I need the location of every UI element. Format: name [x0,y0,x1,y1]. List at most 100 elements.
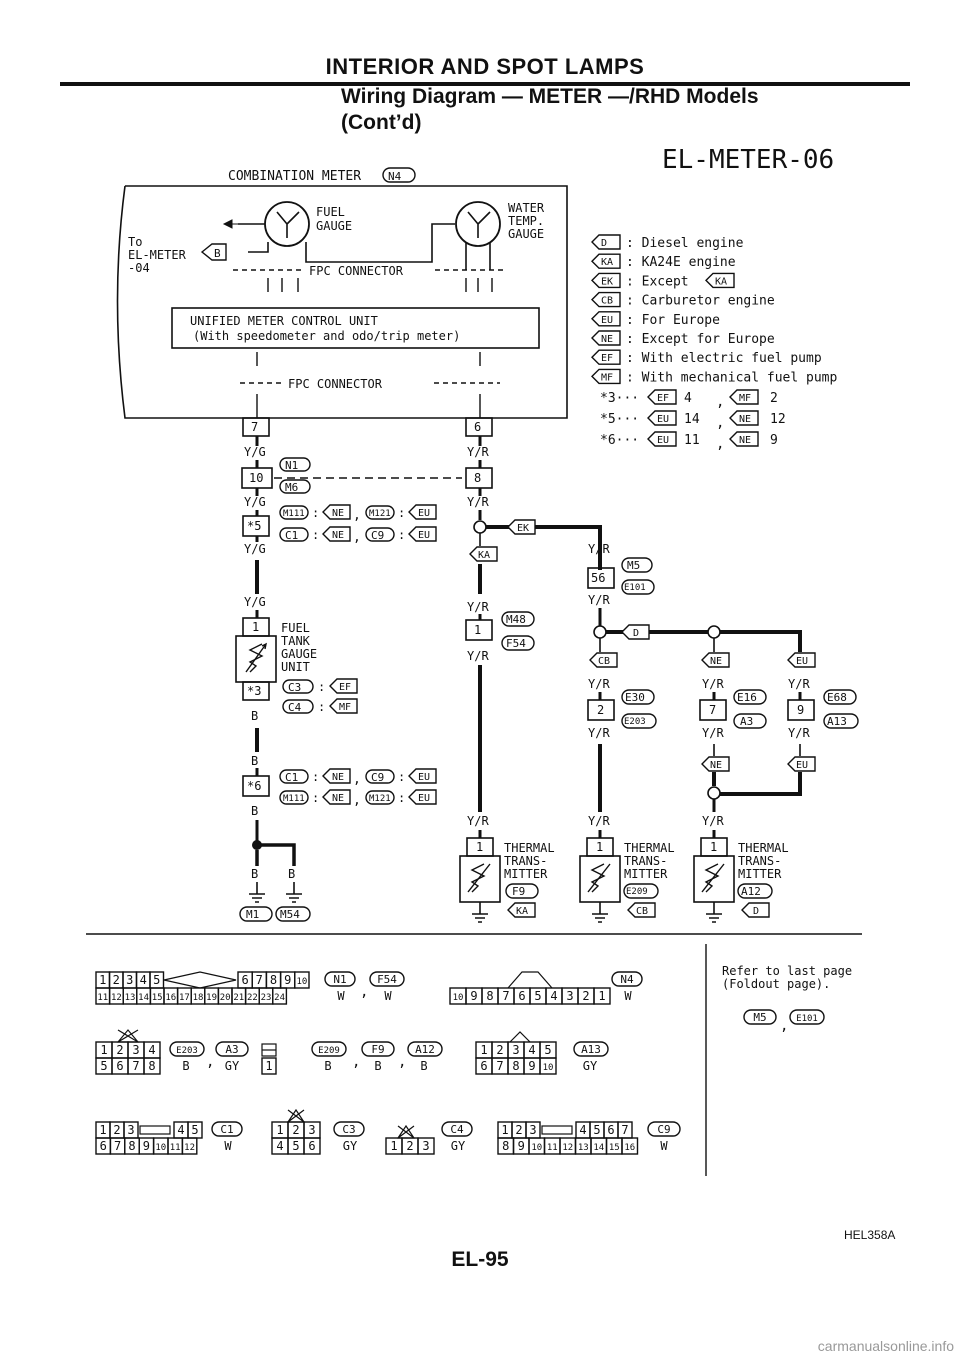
tag-cb-2: CB [636,906,648,917]
tag-ka: KA [478,550,490,561]
connector-tag [611,971,643,987]
connector-pin: 13 [125,993,136,1003]
svg-text::: : [312,528,319,542]
connector-pin: 4 [528,1043,535,1057]
wire-yr-15: Y/R [702,814,724,828]
connector-pin: 6 [308,1139,315,1153]
connector-color: W [384,989,392,1003]
connector-pin: 3 [126,973,133,987]
connector-pin: 5 [153,973,160,987]
wiring-diagram: EL-METER-06 COMBINATION METER N4 FUEL GA… [86,145,862,1176]
svg-text::: : [312,791,319,805]
connector-pin: 1 [99,973,106,987]
svg-text:EU: EU [418,530,430,541]
connector-pin: 7 [496,1059,503,1073]
legend-tag-text: EK [601,276,613,287]
ground-icon [249,882,265,903]
pin-9: 9 [797,703,804,717]
connector-tag [407,1041,443,1057]
connector-pin: 17 [179,993,190,1003]
connector-pin: 8 [270,973,277,987]
connector-pin: 10 [531,1143,542,1153]
legend-tag [591,330,621,346]
legend-text: : Diesel engine [626,236,744,251]
connector-pin: 24 [274,993,285,1003]
title-line-2: (Cont’d) [341,111,422,134]
connector-pin: 3 [127,1123,134,1137]
thermal-label: TRANS- [504,854,547,868]
wire-yr-11: Y/R [588,726,610,740]
header-rule [60,82,910,86]
connector-pin: 9 [470,989,477,1003]
wire-b-4: B [251,867,258,881]
legend-tag-text: MF [601,372,613,383]
tag-ef: EF [339,682,351,693]
legend-tag-text: EF [601,353,613,364]
tag-ne: NE [710,656,722,667]
connector-pin: 2 [292,1123,299,1137]
note-star: *5··· [600,412,639,427]
wire-yr-3: Y/R [467,600,489,614]
connector-pin: 3 [529,1123,536,1137]
connector-pin: 13 [578,1143,589,1153]
connector-color: W [337,989,345,1003]
connector-pin: 18 [193,993,204,1003]
wire-yr-4: Y/R [467,649,489,663]
connector-tag [743,1009,777,1025]
connector-pin: 7 [621,1123,628,1137]
conn-e68: E68 [827,691,847,704]
connector-pin: 3 [566,989,573,1003]
note-star: *6··· [600,433,639,448]
connector-cell [272,987,288,1005]
legend-tag-text: CB [601,296,613,307]
connector-color: GY [225,1059,240,1073]
connector-tag [169,1041,205,1057]
connector-pin: 2 [113,973,120,987]
svg-text:1: 1 [710,840,717,854]
connector-cell [181,1137,198,1155]
connector-pin: 6 [518,989,525,1003]
legend-tag [591,349,621,365]
legend-tag-text: EU [601,315,613,326]
connector-pin: 8 [512,1059,519,1073]
connector-pin: 15 [609,1143,620,1153]
connector-pin: 2 [496,1043,503,1057]
connector-tag [333,1121,365,1137]
svg-text::: : [398,528,405,542]
unified-line-2: (With speedometer and odo/trip meter) [193,329,460,343]
connector-pin: 2 [406,1139,413,1153]
connector-pin: 11 [97,993,108,1003]
unified-line-1: UNIFIED METER CONTROL UNIT [190,314,378,328]
connector-tag [789,1009,825,1025]
svg-text:,: , [398,1054,406,1070]
connector-pin: 8 [148,1059,155,1073]
legend-tag [591,368,621,385]
page-header: INTERIOR AND SPOT LAMPS [60,54,910,86]
connector-pin: 5 [534,989,541,1003]
svg-text:M111: M111 [283,794,305,804]
to-label-1: To [128,235,142,249]
legend-tag [591,253,621,269]
connector-pin: 12 [184,1143,195,1153]
connector-pin: 1 [100,1043,107,1057]
fuel-gauge-label-2: GAUGE [316,219,352,233]
legend-text: : KA24E engine [626,255,736,270]
fuel-unit-label-1: FUEL [281,621,310,635]
conn-a12: A12 [741,885,761,898]
wire-yr-1: Y/R [467,445,489,459]
connector-tag [215,1041,249,1057]
to-conn: B [214,247,221,260]
connector-pin: 7 [114,1139,121,1153]
diagram-code: EL-METER-06 [662,145,834,175]
svg-text:C9: C9 [371,771,384,784]
note-star: *3··· [600,391,639,406]
connector-pin: 3 [308,1123,315,1137]
legend-tag [591,291,621,308]
conn-a13: A13 [827,715,847,728]
connector-cell [417,1137,435,1155]
variant-row-4: M111 : NE , M121 : EU [279,789,437,808]
connector-tag [647,1121,681,1137]
